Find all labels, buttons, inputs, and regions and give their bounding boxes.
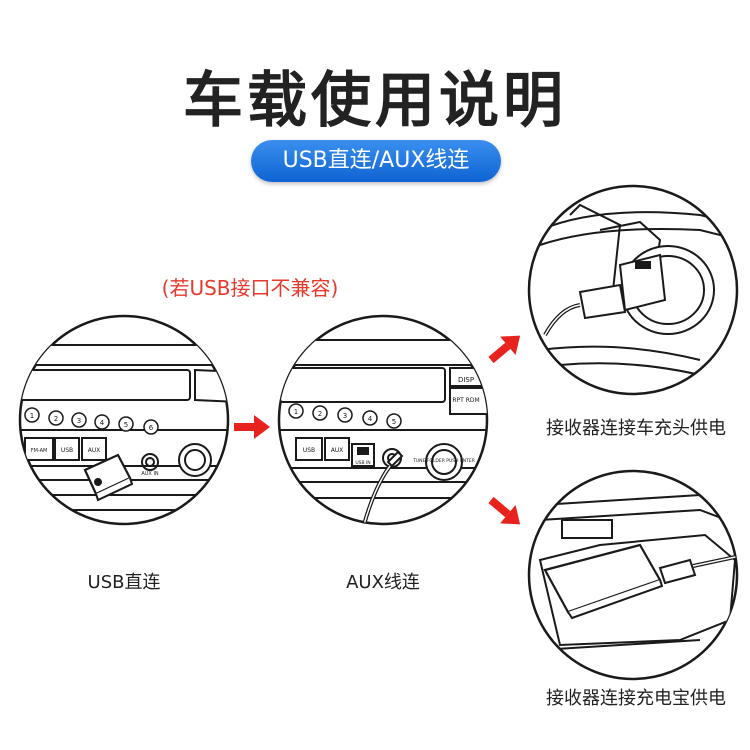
caption-usb-direct: USB直连 (87, 572, 161, 593)
usb-port-label: USB (303, 447, 315, 454)
btn-2-label: 2 (318, 410, 322, 418)
btn-5-label: 5 (124, 421, 128, 429)
btn-5-label: 5 (392, 418, 396, 426)
rpt-label: RPT RDM (452, 397, 479, 404)
caption-power-bank: 接收器连接充电宝供电 (546, 688, 726, 709)
btn-3-label: 3 (77, 417, 81, 425)
power-bank-illustration (527, 469, 739, 681)
mode-badge: USB直连/AUX线连 (251, 140, 501, 182)
arrow-right-icon (234, 415, 270, 439)
disp-label: DISP (458, 376, 474, 384)
aux-in-label: AUX IN (141, 471, 159, 477)
aux-port-label: AUX (88, 447, 101, 454)
btn-2-label: 2 (54, 415, 58, 423)
arrows (234, 335, 521, 525)
fm-label: FM-AM (31, 448, 48, 454)
radio-buttons-1 (24, 407, 159, 435)
caption-aux-line: AUX线连 (346, 572, 420, 593)
btn-6-label: 6 (149, 424, 154, 432)
arrow-down-right-icon (488, 496, 521, 525)
car-charger-illustration (527, 184, 739, 396)
btn-4-label: 4 (100, 419, 105, 427)
aux-line-illustration: 1 2 3 4 5 USB AUX USB IN TUNE FOLDER PUS… (277, 314, 489, 526)
aux-port-label: AUX (331, 447, 344, 454)
usb-in-label: USB IN (355, 460, 370, 466)
page-title: 车载使用说明 (183, 66, 567, 136)
btn-3-label: 3 (343, 412, 347, 420)
btn-4-label: 4 (368, 415, 373, 423)
compatibility-note: (若USB接口不兼容) (161, 276, 339, 300)
tune-label: TUNE FOLDER PUSH ENTER (412, 458, 475, 464)
usb-port-label: USB (61, 447, 73, 454)
radio-buttons-2 (288, 403, 402, 429)
usb-direct-illustration: 1 2 3 4 5 6 FM-AM USB AUX AUX IN (18, 314, 230, 526)
arrow-up-right-icon (488, 335, 521, 364)
caption-car-charger: 接收器连接车充头供电 (546, 418, 726, 439)
btn-1-label: 1 (294, 408, 298, 416)
btn-1-label: 1 (30, 412, 34, 420)
